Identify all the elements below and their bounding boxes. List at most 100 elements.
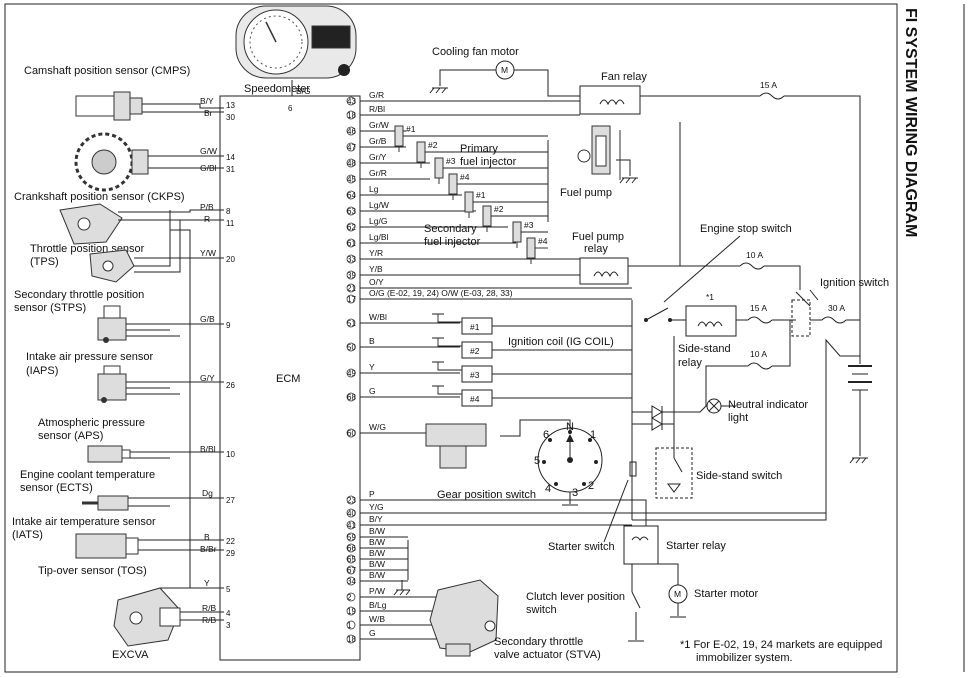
battery-icon [848,320,872,464]
tps-pin-2: 11 [226,219,235,228]
tps-label-2: (TPS) [30,256,59,268]
ecm-wire-label: Lg/G [369,216,387,226]
ecm-pin-number: 49 [347,369,356,378]
tps-wire-pb [118,209,224,213]
primary-injector-icon [394,125,404,147]
ecm-pin-marker [346,222,356,232]
starter-motor-icon [658,563,688,618]
ecm-pin-marker [346,142,356,152]
fan-motor-ground-wire [439,69,496,86]
secondary-injector-number: #4 [538,236,548,246]
iats-pin-1: 22 [226,537,235,546]
ecm-pin-number: 34 [347,577,356,586]
ecm-pin-marker [346,532,356,542]
iaps-sensor-icon [97,365,127,403]
aps-label: Atmospheric pressure [38,417,145,429]
ecm-pin-marker [346,634,356,644]
fuse-10a-lower [720,320,791,370]
spark-plug-wire [437,338,462,347]
primary-injector-label-2: fuel injector [460,156,517,168]
ects-wire-label: Dg [202,488,213,498]
ecm-pin-number: 39 [347,271,356,280]
ecm-pin-marker [346,270,356,280]
gear-position-switch-label: Gear position switch [437,489,536,501]
side-stand-switch-label: Side-stand switch [696,470,782,482]
spark-plug-wire [437,362,462,371]
ecm-pin-number: 51 [347,319,356,328]
aps-wire-label: B/Bl [200,444,216,454]
secondary-injector-icon [512,221,522,243]
starter-motor-label: Starter motor [694,588,759,600]
cmps-wire-label-2: Br [204,108,213,118]
ecm-pin-number: 47 [347,143,356,152]
ecm-wire-label: B/W [369,537,385,547]
starter-relay-label: Starter relay [666,540,726,552]
ecm-label: ECM [276,373,300,385]
ecm-pin-number: 62 [347,223,356,232]
ignition-coil-group: #1#2#3#4 [432,313,632,407]
fan-relay-coil [599,99,625,106]
ecm-pin-marker [346,392,356,402]
neutral-indicator-label-2: light [728,412,748,424]
fuel-pump-label: Fuel pump [560,187,612,199]
aps-sensor-icon [87,445,131,463]
ecm-pin-number: 68 [347,393,356,402]
fuse-label-5: 10 A [750,349,767,359]
ecm-wire-label: Lg/W [369,200,389,210]
iats-sensor-icon [75,533,139,559]
fuse-label-2: 10 A [746,250,763,260]
tos-wire-label: Y [204,578,210,588]
ecm-pin-number: 63 [347,207,356,216]
side-stand-relay-label: Side-stand [678,343,731,355]
cooling-fan-label: Cooling fan motor [432,46,519,58]
speedometer-wire: B/G [296,86,311,96]
ecm-pin-marker [346,283,356,293]
ignition-coil-number: #4 [470,394,480,404]
ecm-pin-marker [346,238,356,248]
ecm-wire-label: B/Y [369,514,383,524]
ecm-wire-label: Y/R [369,248,383,258]
tps-sensor-icon [89,249,135,283]
ecm-pin-number: 23 [347,496,356,505]
tos-label: Tip-over sensor (TOS) [38,565,147,577]
iaps-wire-label: G/Y [200,373,215,383]
ecm-wire-label: P/W [369,586,385,596]
aps-label-2: sensor (APS) [38,430,103,442]
gear-pos-4: 4 [545,483,551,495]
starter-relay-feed [632,499,647,526]
ignition-coil-number: #1 [470,322,480,332]
side-stand-relay-coil [697,321,723,328]
neutral-light-feed [705,365,720,407]
tps-wire-label-1: P/B [200,202,214,212]
ecm-pin-number: 2 [347,593,352,602]
excva-pin-2: 3 [226,621,231,630]
ecm-pin-marker [346,495,356,505]
fuel-pump-icon [577,125,621,180]
ecm-pin-number: 18 [347,635,356,644]
gear-pos-6: 6 [543,429,549,441]
ecm-pin-number: 18 [347,111,356,120]
ecm-pin-number: 33 [347,255,356,264]
fuel-pump-ground-wire [616,159,631,176]
ecm-wire-label: Lg/Bl [369,232,388,242]
gear-sensor-body-icon [425,423,487,469]
starter-switch-pointer [603,479,629,543]
footnote: *1 For E-02, 19, 24 markets are equipped [680,639,882,651]
diode-upper-icon [632,405,707,419]
starter-switch-label: Starter switch [548,541,615,553]
tps-wire-label-3: Y/W [200,248,216,258]
fuel-pump-relay-box [579,257,629,285]
gear-pos-1: 1 [590,429,596,441]
starter-switch-icon [629,461,637,520]
iaps-label-2: (IAPS) [26,365,58,377]
excva-actuator-icon [113,587,181,647]
gear-position-switch-icon [537,427,603,506]
iats-wire-label-1: B [204,532,210,542]
cmps-sensor-icon [75,91,143,121]
ecm-pin-marker [346,254,356,264]
ects-label: Engine coolant temperature [20,469,155,481]
ecm-pin-marker [346,342,356,352]
stva-label: Secondary throttle [494,636,583,648]
primary-injector-label: Primary [460,143,498,155]
ecm-pin-number: 1 [347,621,352,630]
